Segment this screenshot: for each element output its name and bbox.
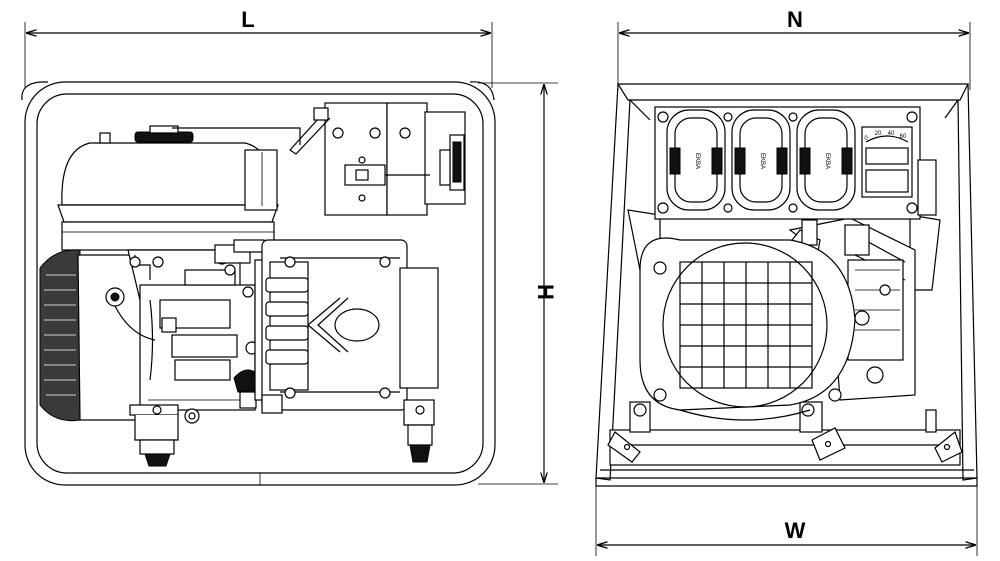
dimension-height: H bbox=[478, 82, 558, 485]
control-box bbox=[289, 102, 466, 216]
side-frame bbox=[21, 81, 496, 486]
dimension-label-length: L bbox=[241, 7, 254, 32]
front-frame bbox=[595, 83, 978, 487]
power-socket-1: EKBA bbox=[666, 109, 726, 211]
power-socket-2: EKBA bbox=[731, 109, 791, 211]
fuel-tank bbox=[57, 125, 301, 251]
dimension-label-bottom-width: W bbox=[785, 518, 806, 543]
alternator-cover bbox=[633, 237, 856, 421]
side-view bbox=[21, 81, 496, 486]
meter-scale-60: 60 bbox=[900, 134, 907, 140]
socket-brand-3: EKBA bbox=[824, 153, 830, 169]
dimension-label-height: H bbox=[533, 284, 558, 300]
front-view: EKBA EKBA EKBA 0 20 bbox=[595, 83, 978, 487]
voltmeter: 0 20 40 60 bbox=[861, 126, 913, 198]
engine-block bbox=[77, 239, 265, 424]
dimension-length: L bbox=[24, 7, 493, 88]
dimension-top-width: N bbox=[617, 7, 971, 90]
dimension-label-top-width: N bbox=[787, 7, 803, 32]
power-socket-3: EKBA bbox=[796, 109, 856, 211]
engine-foot-left bbox=[129, 404, 179, 467]
front-base bbox=[607, 401, 963, 466]
meter-scale-0: 0 bbox=[864, 136, 868, 142]
meter-scale-40: 40 bbox=[888, 131, 895, 137]
engine-foot-right bbox=[403, 399, 435, 463]
recoil-starter bbox=[39, 249, 81, 422]
dimension-bottom-width: W bbox=[595, 480, 978, 556]
socket-brand-1: EKBA bbox=[694, 153, 700, 169]
dimension-lines: L H N W bbox=[24, 7, 978, 556]
meter-scale-20: 20 bbox=[875, 131, 882, 137]
socket-brand-2: EKBA bbox=[759, 153, 765, 169]
control-panel: EKBA EKBA EKBA 0 20 bbox=[654, 106, 937, 220]
alternator bbox=[254, 239, 439, 414]
